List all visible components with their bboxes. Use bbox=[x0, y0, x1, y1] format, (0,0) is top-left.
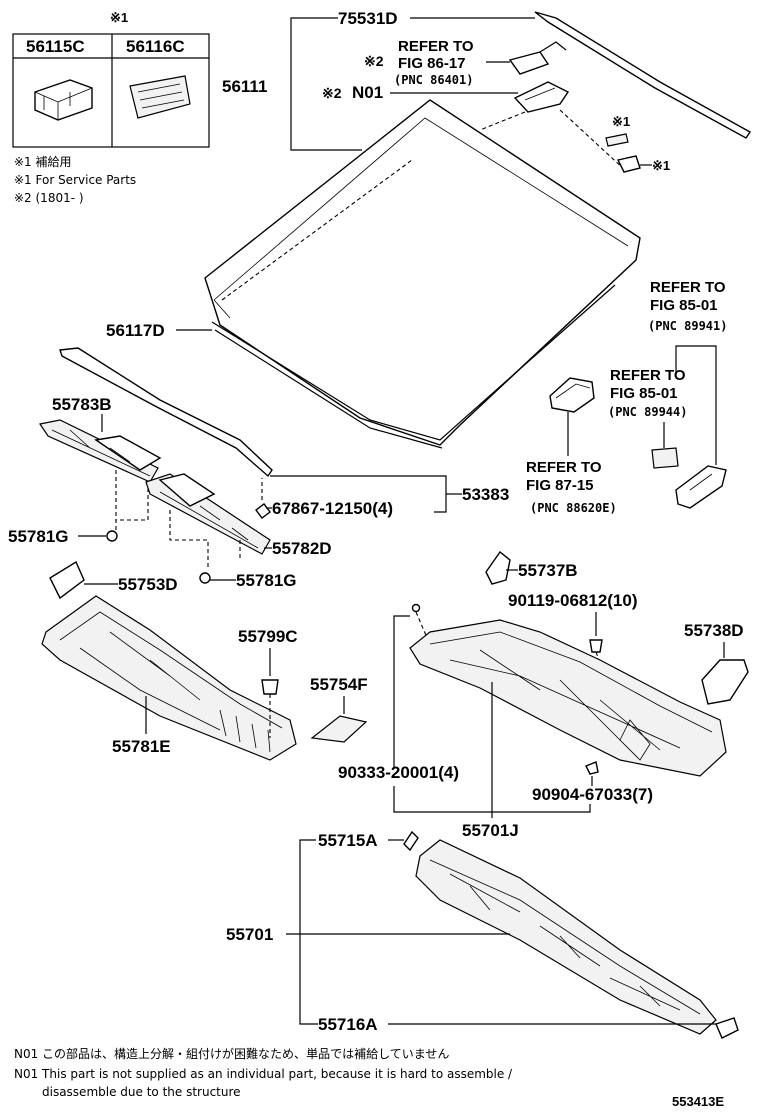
part-label-55781g-a[interactable]: 55781G bbox=[8, 527, 69, 546]
service-parts-box: 56115C 56116C bbox=[12, 33, 210, 148]
part-label-56116c[interactable]: 56116C bbox=[126, 37, 185, 56]
ref3-line1[interactable]: REFER TO bbox=[610, 367, 686, 384]
moulding-56117d-drawing bbox=[211, 284, 616, 441]
module-88620e-drawing bbox=[549, 377, 595, 413]
part-label-55781e[interactable]: 55781E bbox=[112, 737, 171, 756]
bracket-55753d-drawing bbox=[49, 560, 85, 600]
part-label-55716a[interactable]: 55716A bbox=[318, 1015, 378, 1034]
part-label-53383[interactable]: 53383 bbox=[462, 485, 509, 504]
part-56116c-drawing bbox=[129, 75, 191, 119]
clip-55781g-b-drawing bbox=[199, 572, 211, 584]
part-label-55738d[interactable]: 55738D bbox=[684, 621, 744, 640]
ref3-pnc: (PNC 89944) bbox=[608, 405, 687, 419]
part-label-90333[interactable]: 90333-20001(4) bbox=[338, 763, 459, 782]
part-label-55783b[interactable]: 55783B bbox=[52, 395, 112, 414]
footnote-n01-en-2: disassemble due to the structure bbox=[42, 1085, 241, 1099]
service-marker-top: ※1 bbox=[110, 10, 128, 25]
pad-small-drawing bbox=[605, 133, 629, 147]
ref4-line2[interactable]: FIG 87-15 bbox=[526, 477, 594, 494]
ref4-pnc: (PNC 88620E) bbox=[530, 501, 617, 515]
illustration-code: 553413E bbox=[672, 1094, 724, 1109]
ref1-pnc: (PNC 86401) bbox=[394, 73, 473, 87]
part-label-75531d[interactable]: 75531D bbox=[338, 9, 398, 28]
clip-55781g-a-drawing bbox=[106, 530, 118, 542]
rain-sensor-drawing bbox=[508, 41, 570, 113]
bracket-55737b-drawing bbox=[485, 550, 511, 585]
footnote-n01-jp: N01 この部品は、構造上分解・組付けが困難なため、単品では補給していません bbox=[14, 1046, 449, 1061]
note-range: ※2 (1801- ) bbox=[14, 191, 84, 205]
panel-55701j-drawing bbox=[409, 619, 727, 777]
ref3-line2[interactable]: FIG 85-01 bbox=[610, 385, 678, 402]
part-label-55737b[interactable]: 55737B bbox=[518, 561, 578, 580]
part-label-90119[interactable]: 90119-06812(10) bbox=[508, 591, 638, 610]
ref4-line1[interactable]: REFER TO bbox=[526, 459, 602, 476]
strip-75531d-drawing bbox=[534, 11, 752, 139]
clip-small-drawing bbox=[616, 155, 641, 173]
ref2-line2[interactable]: FIG 85-01 bbox=[650, 297, 718, 314]
service-marker-1b: ※1 bbox=[652, 158, 670, 173]
marker-2b: ※2 bbox=[322, 85, 342, 101]
panel-55701-drawing bbox=[415, 839, 717, 1035]
note-service-jp: ※1 補給用 bbox=[14, 155, 72, 169]
ref2-line1[interactable]: REFER TO bbox=[650, 279, 726, 296]
footnote-n01-en-1: N01 This part is not supplied as an indi… bbox=[14, 1067, 513, 1081]
louver-55781e-drawing bbox=[41, 595, 297, 761]
part-label-n01[interactable]: N01 bbox=[352, 83, 383, 102]
marker-2a: ※2 bbox=[364, 53, 384, 69]
seal-55754f-drawing bbox=[310, 715, 368, 743]
clip-55715a-drawing bbox=[403, 830, 419, 852]
ref2-pnc: (PNC 89941) bbox=[648, 319, 727, 333]
ref1-line1[interactable]: REFER TO bbox=[398, 38, 474, 55]
part-label-55753d[interactable]: 55753D bbox=[118, 575, 178, 594]
part-label-55715a[interactable]: 55715A bbox=[318, 831, 378, 850]
part-label-67867[interactable]: 67867-12150(4) bbox=[272, 499, 393, 518]
bracket-55738d-drawing bbox=[701, 659, 749, 705]
clip-90904-drawing bbox=[585, 761, 599, 775]
key-89941-drawing bbox=[675, 465, 727, 509]
part-label-55781g-b[interactable]: 55781G bbox=[236, 571, 297, 590]
part-label-56111[interactable]: 56111 bbox=[222, 77, 267, 96]
part-label-55782d[interactable]: 55782D bbox=[272, 539, 332, 558]
part-label-55701[interactable]: 55701 bbox=[226, 925, 273, 944]
part-label-90904[interactable]: 90904-67033(7) bbox=[532, 785, 653, 804]
clip-55716a-drawing bbox=[715, 1017, 739, 1039]
clip-90333-drawing bbox=[411, 603, 421, 613]
part-label-55754f[interactable]: 55754F bbox=[310, 675, 368, 694]
card-89944-drawing bbox=[651, 447, 679, 469]
service-marker-1a: ※1 bbox=[612, 114, 630, 129]
part-label-55701j[interactable]: 55701J bbox=[462, 821, 519, 840]
part-56115c-drawing bbox=[34, 79, 93, 121]
ref1-line2[interactable]: FIG 86-17 bbox=[398, 55, 466, 72]
louver-55783b-drawing bbox=[39, 419, 162, 483]
bolt-90119-drawing bbox=[589, 639, 603, 653]
louver-55782d-drawing bbox=[145, 473, 271, 555]
part-label-56117d[interactable]: 56117D bbox=[106, 321, 165, 340]
clip-67867-drawing bbox=[255, 503, 271, 519]
note-service-en: ※1 For Service Parts bbox=[14, 173, 136, 187]
seal-53383-drawing bbox=[59, 347, 273, 478]
part-label-55799c[interactable]: 55799C bbox=[238, 627, 298, 646]
screw-55799c-drawing bbox=[261, 679, 279, 695]
part-label-56115c[interactable]: 56115C bbox=[26, 37, 85, 56]
